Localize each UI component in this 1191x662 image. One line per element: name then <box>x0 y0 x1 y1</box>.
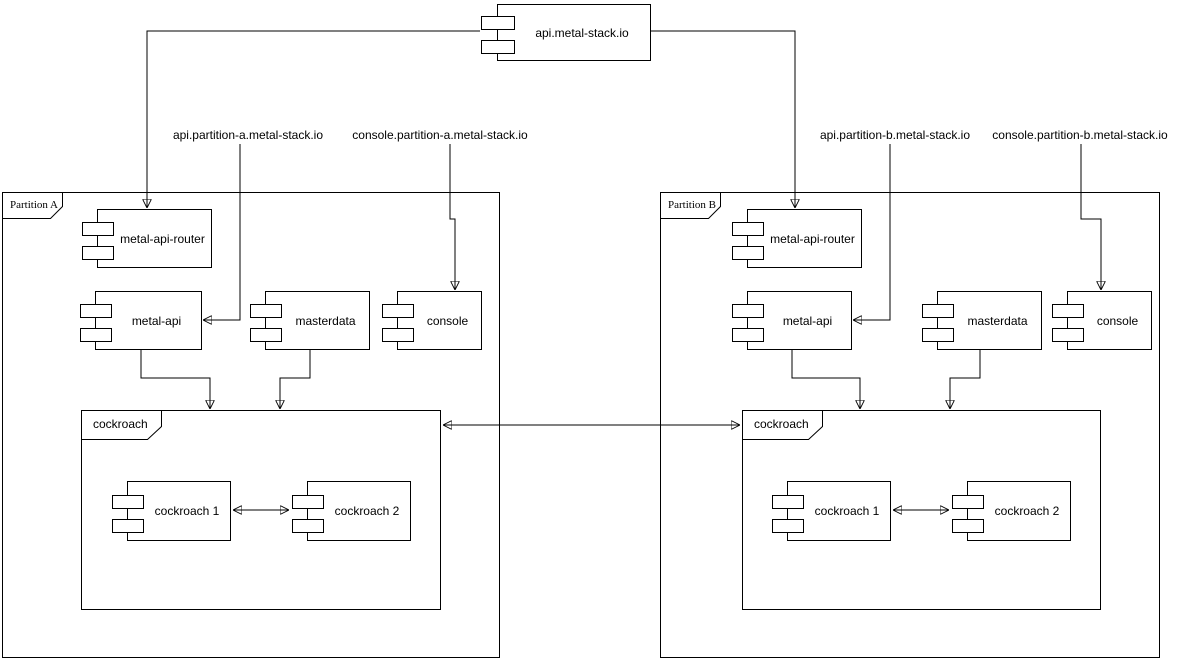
component-port-icon <box>250 304 282 318</box>
partition-a-label-tab: Partition A <box>2 192 63 219</box>
component-port-icon <box>80 304 112 318</box>
component-port-icon <box>732 222 764 236</box>
component-label: cockroach 1 <box>154 504 220 518</box>
component-port-icon <box>1052 304 1084 318</box>
component-metal-api-router-a: metal-api-router <box>82 209 212 268</box>
component-port-icon <box>1052 328 1084 342</box>
dns-label-api-partition-a: api.partition-a.metal-stack.io <box>172 128 324 142</box>
component-port-icon <box>772 518 804 533</box>
component-port-icon <box>732 246 764 260</box>
component-label: cockroach 2 <box>334 504 400 518</box>
component-metal-api-b: metal-api <box>732 291 852 350</box>
component-port-icon <box>952 518 984 533</box>
component-label: metal-api-router <box>120 231 205 246</box>
component-port-icon <box>80 328 112 342</box>
cockroach-frame-b <box>742 410 1101 610</box>
frame-tab-shape <box>81 410 162 440</box>
component-label: console <box>426 313 469 328</box>
frame-tab-shape <box>742 410 823 440</box>
component-cockroach2-b: cockroach 2 <box>952 481 1071 541</box>
component-metal-api-router-b: metal-api-router <box>732 209 862 268</box>
cockroach-frame-a <box>81 410 441 610</box>
component-metal-api-a: metal-api <box>80 291 202 350</box>
component-label: cockroach 2 <box>994 504 1060 518</box>
component-api-metal-stack-io: api.metal-stack.io <box>481 4 651 61</box>
component-port-icon <box>732 328 764 342</box>
partition-a-label: Partition A <box>10 198 58 211</box>
frame-tab-shape <box>2 192 63 219</box>
component-port-icon <box>112 518 144 533</box>
component-label: api.metal-stack.io <box>535 25 629 40</box>
dns-label-console-partition-b: console.partition-b.metal-stack.io <box>992 128 1168 142</box>
component-port-icon <box>292 518 324 533</box>
component-port-icon <box>112 494 144 509</box>
component-port-icon <box>292 494 324 509</box>
dns-label-console-partition-a: console.partition-a.metal-stack.io <box>352 128 528 142</box>
component-console-a: console <box>382 291 482 350</box>
component-port-icon <box>82 222 114 236</box>
component-port-icon <box>922 304 954 318</box>
component-label: masterdata <box>295 313 356 328</box>
component-port-icon <box>922 328 954 342</box>
component-console-b: console <box>1052 291 1152 350</box>
component-port-icon <box>481 40 515 54</box>
component-label: metal-api <box>131 313 182 328</box>
component-masterdata-a: masterdata <box>250 291 370 350</box>
component-port-icon <box>732 304 764 318</box>
edge-root-to-router-a <box>147 30 480 208</box>
component-label: metal-api-router <box>770 231 855 246</box>
cockroach-a-label: cockroach <box>93 417 148 431</box>
cockroach-b-label: cockroach <box>754 417 809 431</box>
component-cockroach2-a: cockroach 2 <box>292 481 411 541</box>
component-port-icon <box>82 246 114 260</box>
component-cockroach1-b: cockroach 1 <box>772 481 891 541</box>
component-masterdata-b: masterdata <box>922 291 1042 350</box>
component-port-icon <box>382 304 414 318</box>
component-label: cockroach 1 <box>814 504 880 518</box>
component-label: console <box>1096 313 1139 328</box>
partition-b-label: Partition B <box>668 198 716 211</box>
component-port-icon <box>250 328 282 342</box>
component-port-icon <box>952 494 984 509</box>
dns-label-api-partition-b: api.partition-b.metal-stack.io <box>819 128 971 142</box>
component-cockroach1-a: cockroach 1 <box>112 481 231 541</box>
component-port-icon <box>382 328 414 342</box>
component-port-icon <box>772 494 804 509</box>
cockroach-a-label-tab: cockroach <box>81 410 162 440</box>
component-label: masterdata <box>967 313 1028 328</box>
component-label: metal-api <box>782 313 833 328</box>
edge-root-to-router-b <box>651 30 795 208</box>
cockroach-b-label-tab: cockroach <box>742 410 823 440</box>
partition-b-label-tab: Partition B <box>660 192 721 219</box>
component-port-icon <box>481 16 515 30</box>
